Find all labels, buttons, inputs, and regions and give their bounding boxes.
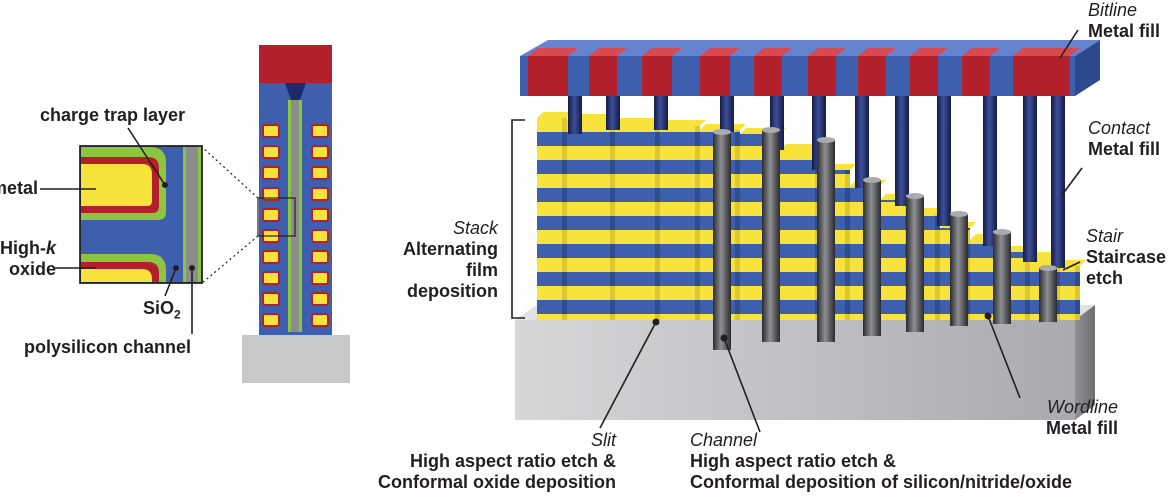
wordline-tab	[262, 271, 280, 285]
bitline-segment	[808, 56, 836, 96]
wordline-tab	[311, 166, 329, 180]
wordline-tab	[262, 145, 280, 159]
contact-column	[606, 96, 620, 130]
inset-channel	[186, 147, 198, 282]
wordline-tab	[311, 229, 329, 243]
channel-pillar	[713, 132, 731, 350]
channel-pillar	[993, 232, 1011, 324]
channel-label: Channel High aspect ratio etch & Conform…	[690, 430, 1073, 492]
wordline-tab	[311, 208, 329, 222]
contact-column	[983, 96, 997, 246]
bitline-segment	[1040, 56, 1070, 96]
channel-pillars	[713, 127, 1057, 350]
channel-pillar	[950, 214, 968, 326]
contact-column	[937, 96, 951, 226]
substrate	[515, 320, 1075, 420]
stack-block	[567, 114, 621, 320]
wordline-tab	[262, 292, 280, 306]
wordline-tab	[262, 124, 280, 138]
zoom-box	[257, 197, 296, 237]
inset-zoom	[79, 145, 203, 284]
stack-block	[1060, 260, 1086, 320]
contact-column	[654, 96, 668, 130]
bitline-segment	[528, 56, 568, 96]
wordline-tab	[311, 187, 329, 201]
channel-pillar	[817, 140, 835, 342]
bitline-segment	[642, 56, 672, 96]
column-substrate	[242, 335, 350, 383]
column-plug	[285, 83, 306, 100]
high-k-oxide-label: High-k oxide	[0, 238, 56, 279]
bitline-segment	[858, 56, 886, 96]
channel-pillar	[762, 130, 780, 342]
channel-pillar	[1039, 268, 1057, 322]
stack-block	[660, 120, 706, 320]
wordline-tab	[262, 166, 280, 180]
stack-block	[615, 118, 666, 320]
wordline-tab	[311, 292, 329, 306]
contact-columns	[568, 96, 1065, 268]
channel-pillar	[906, 196, 924, 332]
contact-column	[720, 96, 734, 132]
sio2-label: SiO2	[143, 298, 181, 322]
stack-block	[880, 194, 916, 320]
channel-pillar	[863, 180, 881, 336]
wordline-tab	[262, 208, 280, 222]
stack-label: Stack Alternating film deposition	[402, 218, 498, 301]
metal-label: metal	[0, 178, 38, 198]
polysilicon-channel-label: polysilicon channel	[24, 337, 192, 357]
contact-column	[895, 96, 909, 206]
contact-column	[1023, 96, 1037, 262]
nand-3d-structure	[515, 40, 1100, 420]
column-wordlines	[262, 124, 329, 327]
bitline-segment	[962, 56, 990, 96]
bitline-segment	[700, 56, 730, 96]
contact-column	[1051, 96, 1065, 268]
bitline-segment	[754, 56, 782, 96]
charge-trap-layer-label: charge trap layer	[40, 105, 186, 125]
slit-label: Slit High aspect ratio etch & Conformal …	[377, 430, 616, 492]
bitline-bar	[520, 40, 1100, 96]
column-bitline-cap	[259, 45, 332, 83]
wordline-tab	[311, 313, 329, 327]
wordline-tab	[262, 313, 280, 327]
contact-column	[568, 96, 582, 134]
stack-block	[537, 112, 573, 320]
wordline-tab	[311, 271, 329, 285]
wordline-tab	[311, 145, 329, 159]
wordline-tab	[311, 250, 329, 264]
contact-column	[855, 96, 869, 188]
wordline-tab	[262, 250, 280, 264]
bitline-segment	[910, 56, 938, 96]
bitline-segment	[1013, 56, 1041, 96]
wordline-tab	[262, 187, 280, 201]
wordline-tab	[311, 124, 329, 138]
bitline-segment	[589, 56, 617, 96]
